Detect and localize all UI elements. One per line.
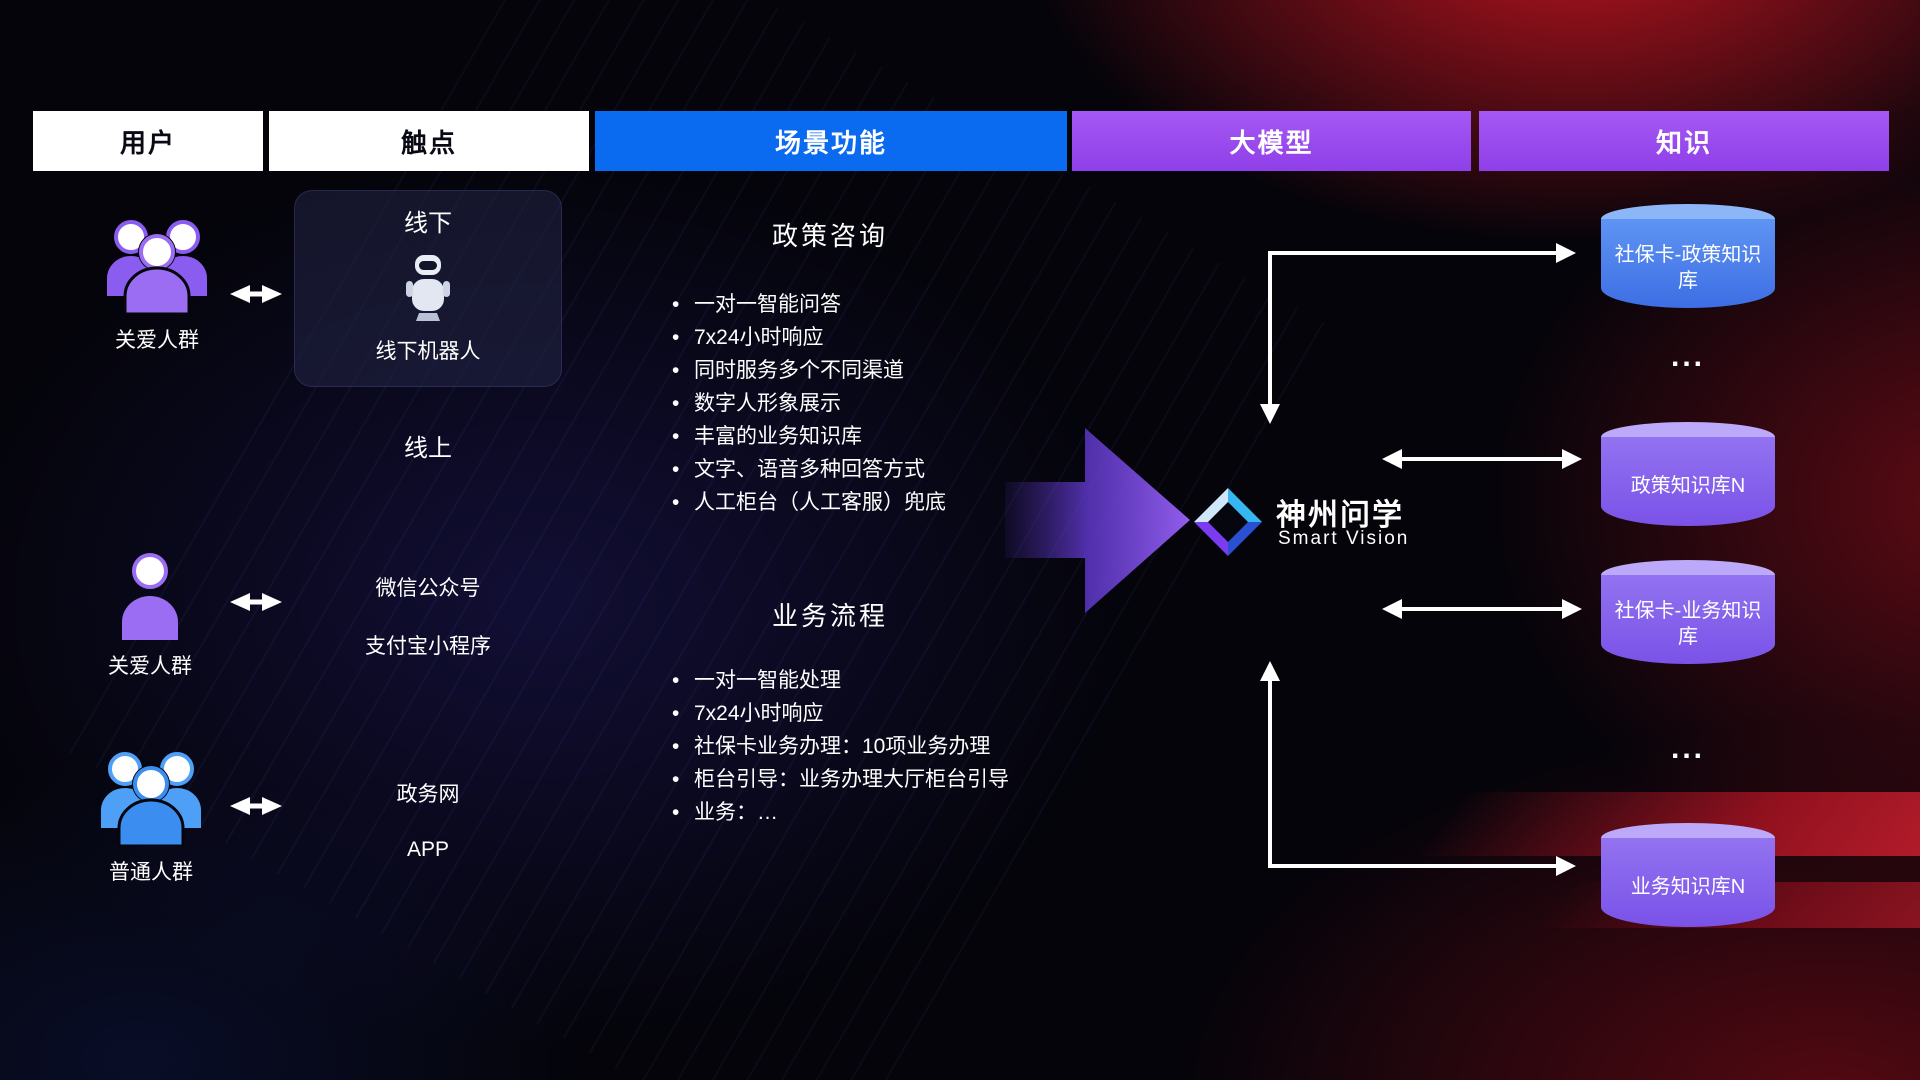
column-header-user: 用户: [33, 111, 263, 171]
scene-title-policy: 政策咨询: [771, 221, 888, 251]
ellipsis: ...: [1670, 732, 1705, 765]
offline-robot-label: 线下机器人: [375, 340, 481, 363]
column-header-model: 大模型: [1072, 111, 1471, 171]
knowledge-db-policy-ssc: 社保卡-政策知识库: [1601, 204, 1775, 308]
knowledge-db-business-ssc: 社保卡-业务知识库: [1601, 560, 1775, 664]
group-icon: [101, 752, 201, 846]
user-label: 关爱人群: [115, 329, 199, 352]
feature-item: 业务：…: [672, 796, 1009, 829]
model-subtitle: Smart Vision: [1278, 528, 1410, 549]
user-general-group: 普通人群: [86, 748, 216, 886]
feature-item: 社保卡业务办理：10项业务办理: [672, 730, 1009, 763]
feature-item: 丰富的业务知识库: [672, 420, 946, 453]
feature-item: 文字、语音多种回答方式: [672, 453, 946, 486]
user-label: 关爱人群: [108, 655, 192, 678]
business-feature-list: 一对一智能处理 7x24小时响应 社保卡业务办理：10项业务办理 柜台引导：业务…: [672, 664, 1009, 829]
feature-item: 一对一智能问答: [672, 288, 946, 321]
column-header-knowledge: 知识: [1479, 111, 1889, 171]
knowledge-db-business-n: 业务知识库N: [1601, 823, 1775, 927]
user-care-person: 关爱人群: [85, 552, 215, 680]
person-icon: [122, 553, 178, 640]
db-label: 政策知识库N: [1601, 437, 1775, 526]
robot-icon: [406, 255, 450, 321]
knowledge-db-policy-n: 政策知识库N: [1601, 422, 1775, 526]
channel-app: APP: [406, 838, 450, 861]
feature-item: 一对一智能处理: [672, 664, 1009, 697]
db-label: 社保卡-政策知识库: [1601, 219, 1775, 308]
offline-title: 线下: [404, 210, 452, 237]
group-icon: [107, 220, 207, 314]
policy-feature-list: 一对一智能问答 7x24小时响应 同时服务多个不同渠道 数字人形象展示 丰富的业…: [672, 288, 946, 519]
db-label: 业务知识库N: [1601, 838, 1775, 927]
offline-touchpoint-card: 线下 线下机器人: [294, 190, 562, 387]
ellipsis: ...: [1670, 340, 1705, 373]
feature-item: 柜台引导：业务办理大厅柜台引导: [672, 763, 1009, 796]
arrow-right-icon: [1005, 428, 1190, 613]
model-name: 神州问学: [1276, 499, 1404, 532]
online-title: 线上: [404, 435, 452, 462]
user-care-group: 关爱人群: [92, 216, 222, 354]
column-header-touch: 触点: [269, 111, 589, 171]
smart-vision-logo: [1192, 486, 1264, 563]
db-label: 社保卡-业务知识库: [1601, 575, 1775, 664]
scene-title-business: 业务流程: [771, 601, 888, 631]
column-header-scene: 场景功能: [595, 111, 1067, 171]
user-label: 普通人群: [109, 861, 193, 884]
feature-item: 数字人形象展示: [672, 387, 946, 420]
channel-govweb: 政务网: [396, 783, 460, 806]
feature-item: 7x24小时响应: [672, 321, 946, 354]
feature-item: 人工柜台（人工客服）兜底: [672, 486, 946, 519]
channel-alipay: 支付宝小程序: [365, 635, 491, 658]
diamond-logo-icon: [1194, 488, 1262, 556]
feature-item: 7x24小时响应: [672, 697, 1009, 730]
channel-wechat: 微信公众号: [375, 577, 481, 600]
feature-item: 同时服务多个不同渠道: [672, 354, 946, 387]
